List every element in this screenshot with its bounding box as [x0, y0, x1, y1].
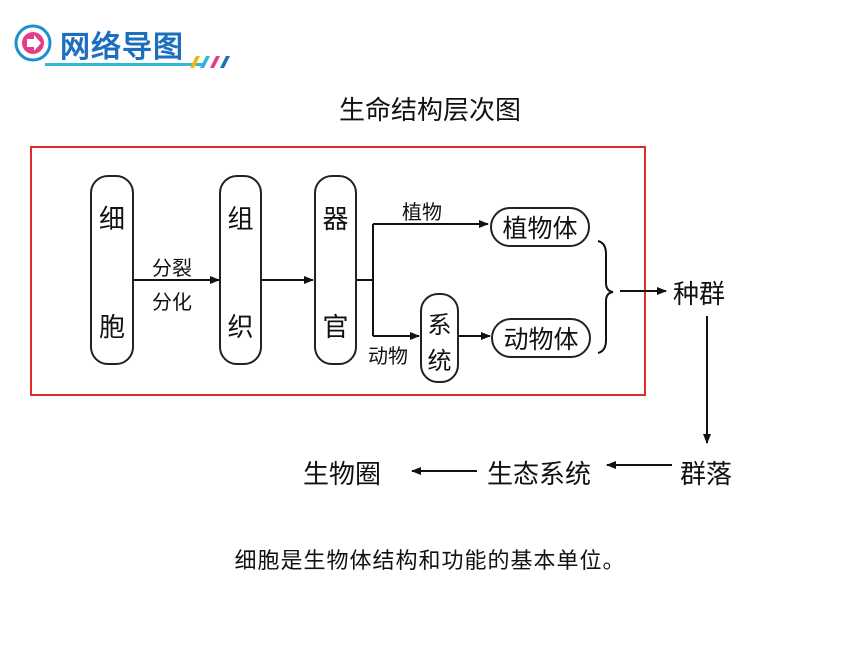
node-organ-char-2: 官: [322, 313, 349, 343]
label-differentiation: 分化: [152, 290, 192, 314]
node-tissue-char-1: 组: [227, 205, 254, 235]
node-biosphere: 生物圈: [303, 460, 382, 490]
node-community: 群落: [680, 460, 733, 490]
node-system: 系 统: [420, 293, 459, 383]
node-cell-char-2: 胞: [98, 313, 125, 343]
node-system-char-2: 统: [427, 347, 452, 375]
node-tissue-char-2: 织: [227, 313, 254, 343]
node-plant-body: 植物体: [490, 207, 590, 247]
header-stripes: [190, 56, 230, 68]
caption: 细胞是生物体结构和功能的基本单位。: [234, 549, 626, 574]
label-division: 分裂: [152, 256, 192, 280]
node-cell-char-1: 细: [98, 205, 125, 235]
node-organ-char-1: 器: [322, 205, 349, 235]
node-cell: 细 胞: [90, 175, 134, 365]
node-animal-body: 动物体: [491, 318, 591, 358]
label-animal: 动物: [368, 344, 408, 368]
node-organ: 器 官: [314, 175, 357, 365]
node-system-char-1: 系: [427, 311, 452, 339]
diagram-frame: [30, 146, 646, 396]
diagram-title: 生命结构层次图: [338, 96, 521, 126]
header-underline: [45, 63, 205, 66]
header-title: 网络导图: [60, 30, 184, 65]
header-arrow-icon: [14, 24, 52, 62]
label-plant: 植物: [402, 200, 442, 224]
node-population: 种群: [673, 280, 726, 310]
node-tissue: 组 织: [219, 175, 262, 365]
node-ecosystem: 生态系统: [487, 460, 592, 490]
